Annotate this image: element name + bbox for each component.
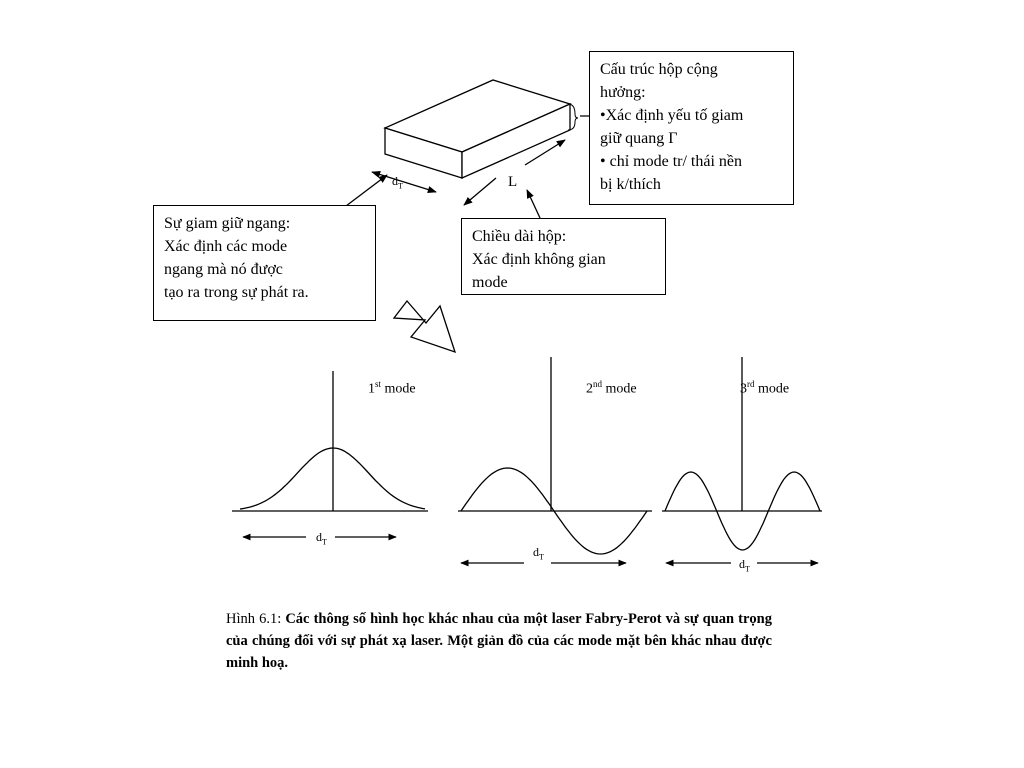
mode3-label: 3rd mode — [740, 379, 790, 397]
length-line-1: Chiều dài hộp: — [472, 228, 567, 245]
resonator-structure-box: Cấu trúc hộp cộng hưởng: •Xác định yếu t… — [589, 51, 794, 205]
transverse-pointer-arrow — [345, 174, 388, 207]
L-arrow-left — [463, 177, 497, 206]
mode2-label: 2nd mode — [586, 379, 637, 397]
mode1-label: 1st mode — [368, 379, 416, 397]
resonator-line-1: Cấu trúc hộp cộng — [600, 61, 718, 78]
resonator-line-5: • chỉ mode tr/ thái nền — [600, 153, 743, 170]
length-line-2: Xác định không gian — [472, 251, 606, 268]
resonator-line-6: bị k/thích — [600, 176, 661, 193]
caption-text: Các thông số hình học khác nhau của một … — [226, 611, 772, 671]
mode3-dT-label: dT — [739, 557, 750, 574]
resonator-line-3: •Xác định yếu tố giam — [600, 107, 744, 124]
resonator-line-4: giữ quang Γ — [600, 130, 678, 147]
transverse-line-4: tạo ra trong sự phát ra. — [164, 284, 309, 301]
transverse-line-2: Xác định các mode — [164, 238, 288, 255]
dT-box-label: dT — [392, 174, 403, 191]
laser-cavity-box — [383, 79, 572, 180]
mode1-dT-label: dT — [316, 530, 327, 547]
facet-bracket — [567, 103, 579, 131]
L-label: L — [508, 174, 518, 190]
length-pointer-arrow — [526, 189, 541, 219]
mode2-curve — [460, 467, 648, 555]
resonator-line-2: hưởng: — [600, 84, 646, 101]
mode2-dT-label: dT — [533, 545, 544, 562]
L-arrow-right — [524, 139, 566, 166]
dT-box-arrow — [371, 170, 437, 194]
hollow-down-arrow — [392, 299, 457, 354]
transverse-line-3: ngang mà nó được — [164, 261, 283, 278]
mode3-curve — [664, 471, 821, 551]
cavity-length-box: Chiều dài hộp: Xác định không gian mode — [461, 218, 666, 295]
length-line-3: mode — [472, 274, 508, 291]
figure-caption: Hình 6.1: Các thông số hình học khác nha… — [226, 608, 772, 674]
transverse-confinement-box: Sự giam giữ ngang: Xác định các mode nga… — [153, 205, 376, 321]
transverse-line-1: Sự giam giữ ngang: — [164, 215, 291, 232]
caption-prefix: Hình 6.1: — [226, 611, 286, 627]
mode1-curve — [239, 447, 426, 510]
